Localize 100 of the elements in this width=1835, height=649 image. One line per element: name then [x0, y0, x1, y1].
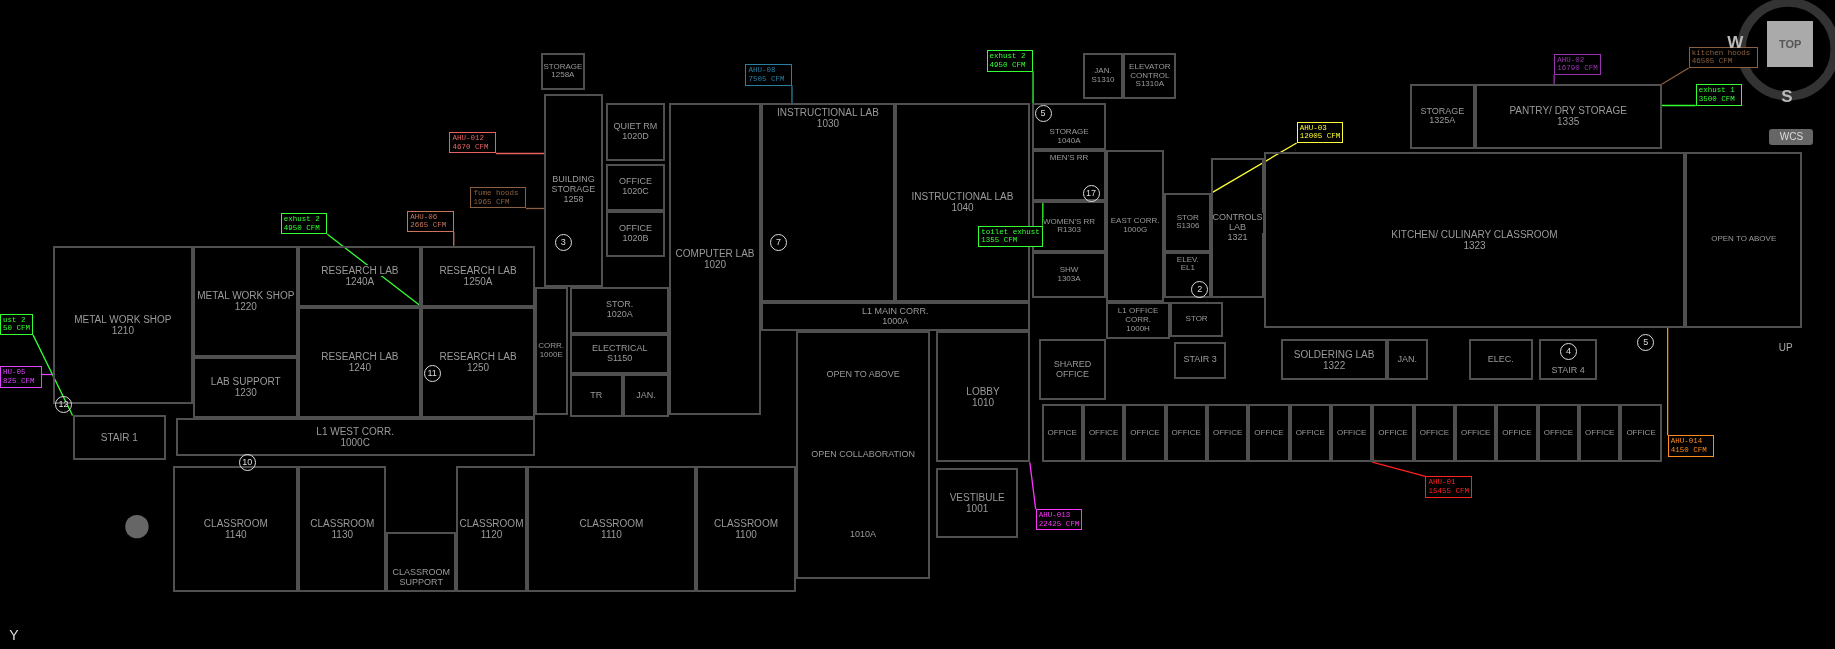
room-name: STAIR 1	[100, 432, 138, 444]
room-number: 1100	[735, 528, 757, 540]
room-number: 1140	[225, 528, 247, 540]
room-name: RESEARCH LAB	[439, 351, 517, 363]
room-name: METAL WORK SHOP	[74, 313, 172, 325]
room-number: 1303A	[1057, 275, 1081, 284]
room-outline	[606, 163, 665, 211]
room-outline	[696, 465, 796, 593]
leader-line	[525, 207, 545, 210]
room-name: OFFICE	[1585, 428, 1615, 438]
leader-line	[1032, 70, 1034, 104]
room-outline	[298, 306, 422, 418]
room-name: JAN.	[1397, 354, 1417, 365]
room-outline	[1455, 403, 1497, 463]
viewcube-face: TOP	[1767, 21, 1814, 68]
room-name: STORAGE	[1420, 106, 1465, 117]
room-number: 1000H	[1126, 325, 1150, 334]
room-outline	[1496, 403, 1538, 463]
room-number: 1020	[703, 259, 727, 271]
room-name: COMPUTER LAB	[675, 248, 755, 260]
room-name: OFFICE	[1461, 428, 1491, 438]
room-number: 1323	[1463, 239, 1486, 251]
room-outline	[936, 468, 1019, 539]
leader-line	[1667, 327, 1669, 436]
room-outline	[1170, 301, 1223, 337]
room-outline	[534, 286, 568, 416]
room-outline	[1041, 403, 1083, 463]
room-outline	[1410, 84, 1475, 149]
room-name: WOMEN'S RR	[1042, 217, 1096, 227]
room-outline	[669, 103, 761, 416]
room-outline	[456, 465, 527, 593]
room-outline	[540, 52, 586, 91]
room-outline	[1032, 103, 1106, 150]
room-outline	[606, 103, 665, 162]
wcs-button: WCS	[1769, 128, 1814, 145]
room-number: 1250A	[463, 276, 493, 288]
leader-line	[326, 233, 422, 308]
room-outline	[1281, 339, 1387, 381]
room-outline	[1289, 403, 1331, 463]
room-outline	[760, 301, 1030, 332]
room-name: L1 WEST CORR.	[316, 426, 394, 438]
room-outline	[1468, 339, 1534, 381]
room-name: TR	[590, 390, 603, 401]
room-outline	[569, 286, 670, 334]
room-outline	[622, 374, 670, 417]
room-outline	[1164, 193, 1212, 252]
room-outline	[526, 465, 697, 593]
room-name: STORAGE	[1049, 128, 1089, 137]
room-number: 1040	[951, 202, 974, 214]
leader-line	[1210, 142, 1298, 194]
room-outline	[298, 465, 387, 593]
room-name: CLASSROOM	[310, 517, 375, 529]
room-outline	[1413, 403, 1455, 463]
room-name: OFFICE	[1502, 428, 1532, 438]
leader-line	[1371, 461, 1427, 477]
room-name: METAL WORK SHOP	[197, 290, 295, 302]
room-outline	[175, 417, 535, 457]
room-outline	[1579, 403, 1621, 463]
room-name: CLASSROOM	[714, 517, 778, 529]
room-number: 1230	[234, 387, 257, 399]
leader-line	[1553, 74, 1555, 85]
room-outline	[936, 331, 1030, 463]
room-number: 1258	[563, 195, 584, 205]
room-name: CLASSROOM	[579, 517, 644, 529]
room-outline	[1124, 403, 1166, 463]
room-number: 1000A	[882, 316, 909, 327]
room-outline	[1164, 251, 1212, 299]
room-number: 1001	[966, 503, 989, 515]
room-name: JAN.	[636, 390, 656, 401]
leader-line	[791, 84, 793, 104]
room-name: OFFICE	[1419, 428, 1449, 438]
room-name: RESEARCH LAB	[321, 351, 399, 363]
room-outline	[1330, 403, 1373, 463]
room-number: 1322	[1323, 359, 1346, 371]
room-name: INSTRUCTIONAL LAB	[777, 107, 879, 118]
room-number: 1210	[111, 324, 134, 336]
room-outline	[606, 210, 665, 258]
room-outline	[569, 374, 623, 417]
room-outline	[1173, 341, 1227, 380]
room-name: ELECTRICAL	[591, 344, 648, 354]
room-name: CONTROLS LAB	[1212, 213, 1263, 234]
room-outline	[1386, 339, 1428, 381]
room-name: VESTIBULE	[949, 492, 1005, 504]
room-name: STORAGE	[543, 62, 583, 72]
room-outline	[760, 103, 896, 302]
room-name: OFFICE	[1378, 428, 1408, 438]
room-outline	[1685, 152, 1803, 328]
room-name: OFFICE	[1047, 428, 1077, 438]
leader-line	[1661, 67, 1690, 85]
room-name: STOR	[1185, 315, 1208, 324]
room-outline	[193, 356, 299, 418]
room-number: S1150	[606, 354, 633, 364]
room-outline	[1123, 52, 1177, 100]
room-name: LAB SUPPORT	[210, 376, 281, 388]
room-outline	[1248, 403, 1290, 463]
room-number: 1335	[1557, 116, 1580, 128]
room-outline	[193, 245, 299, 357]
room-outline	[1105, 149, 1165, 302]
room-name: OFFICE	[1130, 428, 1160, 438]
room-outline	[569, 333, 670, 375]
